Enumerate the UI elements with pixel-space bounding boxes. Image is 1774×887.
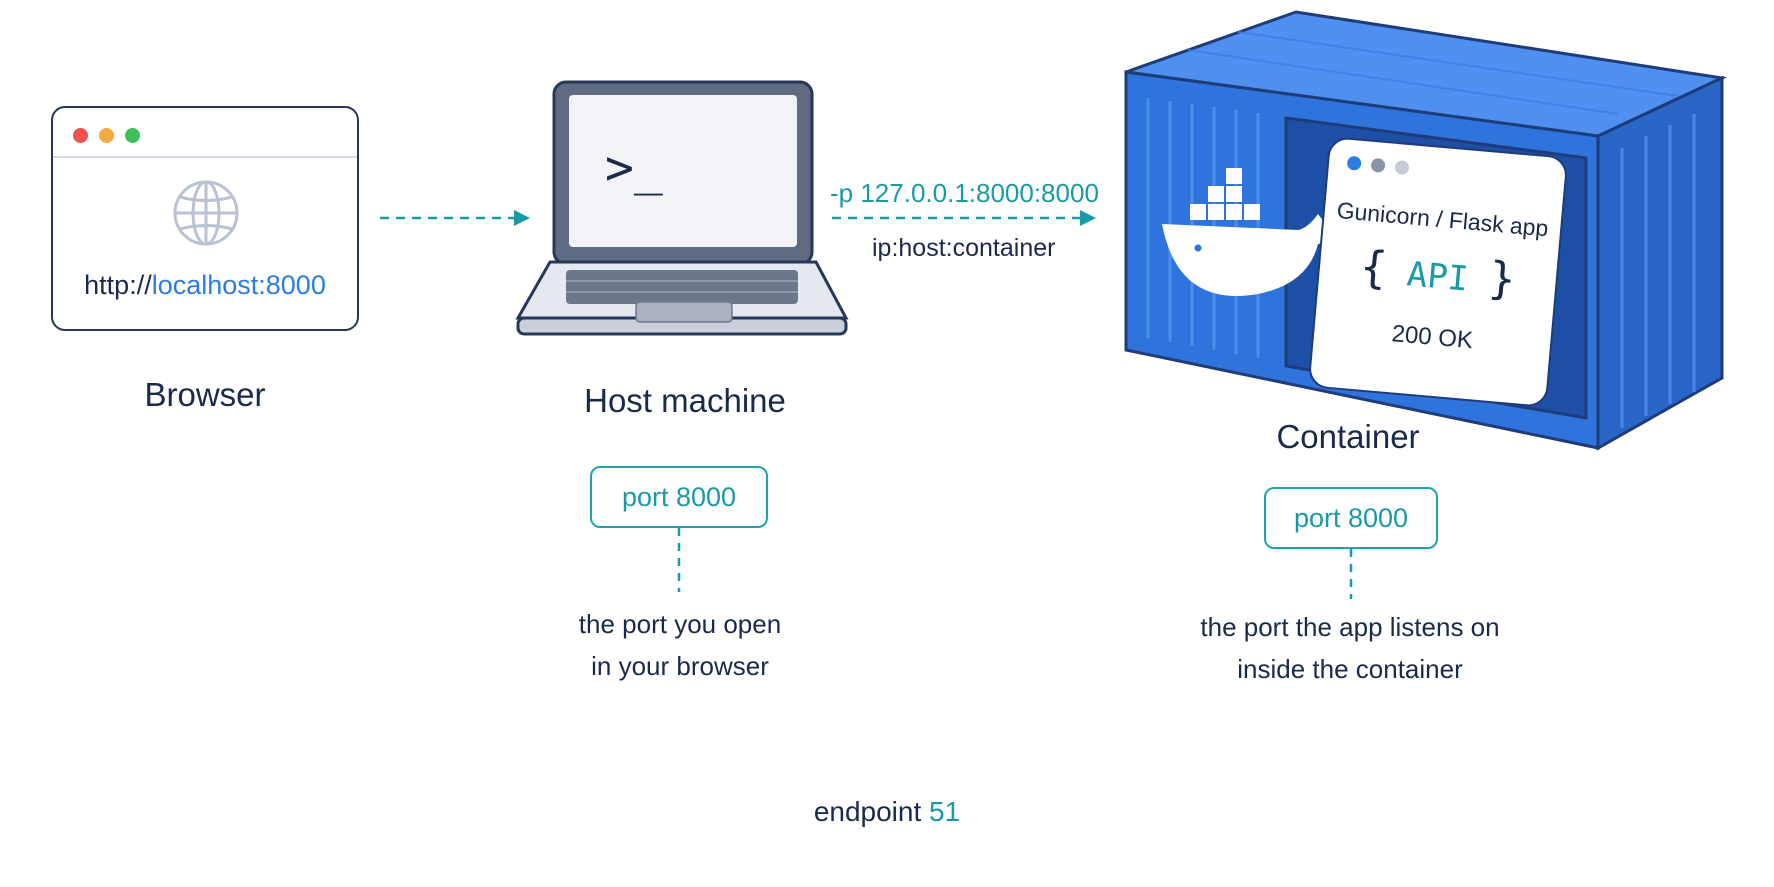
laptop-icon: [515, 80, 849, 336]
status-label: 200 OK: [1390, 320, 1475, 355]
whale-eye-icon: [1194, 244, 1202, 252]
host-port-connector: [677, 528, 681, 592]
brace-open: {: [1358, 241, 1390, 295]
port-mapping-flag: -p 127.0.0.1:8000:8000: [830, 178, 1099, 208]
app-card-dot-2-icon: [1370, 157, 1386, 173]
browser-caption: Browser: [144, 376, 266, 413]
container-port-badge: port 8000: [1264, 487, 1438, 549]
footer-number: 51: [929, 796, 961, 827]
maximize-dot-icon: [125, 128, 140, 143]
container-desc-line-1: the port the app listens on: [1200, 612, 1500, 642]
footer-word: endpoint: [813, 796, 922, 827]
api-label: API: [1405, 254, 1470, 300]
browser-url[interactable]: http://localhost:8000: [53, 270, 357, 301]
browser-toolbar-divider: [53, 156, 357, 158]
url-prefix: http://: [84, 270, 152, 300]
app-card-dot-3-icon: [1394, 159, 1410, 176]
host-port-description: the port you open in your browser: [520, 603, 840, 687]
container-port-description: the port the app listens on inside the c…: [1150, 606, 1550, 690]
brace-close: }: [1486, 252, 1518, 306]
container-port-connector: [1349, 549, 1353, 599]
arrow-host-to-container: [832, 210, 1096, 226]
app-title: Gunicorn / Flask app: [1335, 197, 1550, 242]
host-desc-line-1: the port you open: [578, 609, 782, 639]
url-host: localhost:8000: [151, 270, 326, 300]
browser-window: http://localhost:8000: [51, 106, 359, 331]
api-label-group: { API }: [1318, 238, 1558, 309]
terminal-prompt-icon: >_: [605, 140, 663, 196]
close-dot-icon: [73, 128, 88, 143]
footer-brand: endpoint 51: [0, 796, 1774, 828]
container-desc-line-2: inside the container: [1237, 654, 1463, 684]
container-caption: Container: [1276, 418, 1420, 455]
minimize-dot-icon: [99, 128, 114, 143]
app-card-dot-1-icon: [1346, 155, 1362, 171]
arrow-browser-to-host: [380, 210, 530, 226]
port-mapping-format: ip:host:container: [872, 234, 1056, 262]
host-port-badge: port 8000: [590, 466, 768, 528]
globe-icon: [173, 180, 239, 246]
host-desc-line-2: in your browser: [591, 651, 769, 681]
app-card: Gunicorn / Flask app { API } 200 OK: [1307, 136, 1569, 408]
host-caption: Host machine: [584, 382, 786, 419]
